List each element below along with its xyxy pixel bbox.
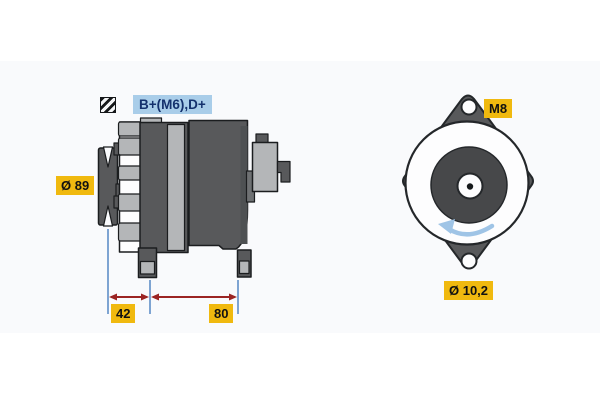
housing bbox=[139, 117, 249, 254]
pulley-diameter-label: Ø 89 bbox=[56, 176, 95, 195]
mount-hole-diameter-label: Ø 10,2 bbox=[444, 281, 494, 300]
bottom-mount-hole bbox=[460, 252, 478, 270]
dimension-80-label: 80 bbox=[209, 304, 234, 323]
extension-lines bbox=[107, 229, 239, 314]
rear-connector bbox=[245, 133, 291, 203]
dimension-42-label: 42 bbox=[111, 304, 136, 323]
alternator-rear-view bbox=[402, 94, 534, 270]
rotation-arrow-icon bbox=[438, 219, 495, 237]
mounting-feet bbox=[137, 247, 252, 279]
terminal-label: B+(M6),D+ bbox=[133, 95, 212, 114]
alternator-side-view bbox=[97, 117, 291, 279]
dimension-lines bbox=[109, 293, 237, 301]
thread-size-label: M8 bbox=[484, 99, 513, 118]
hatch-pattern-icon bbox=[100, 97, 116, 113]
shaft-center bbox=[466, 183, 474, 190]
top-mount-hole bbox=[460, 98, 478, 116]
